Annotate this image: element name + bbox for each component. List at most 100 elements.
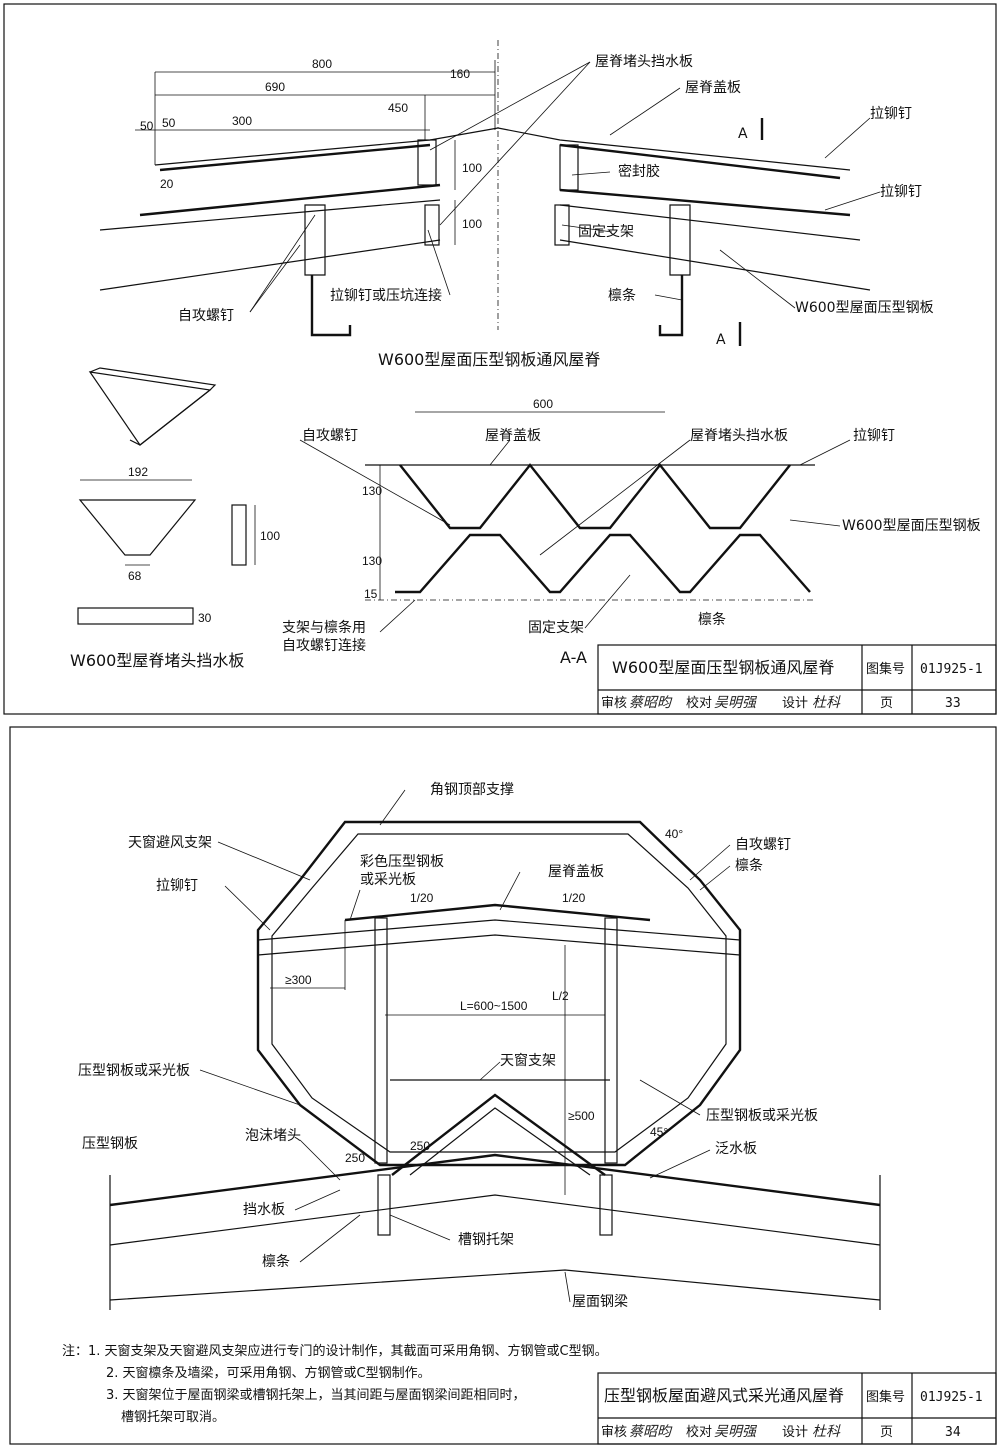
iso-plate-body — [88, 371, 212, 446]
leader-foam — [299, 1139, 341, 1181]
dim-50-b: 50 — [162, 116, 176, 130]
leader-plate-left — [199, 1069, 301, 1106]
iso-plate-top — [89, 367, 217, 391]
label-purlin: 檩条 — [608, 287, 636, 304]
leader-ridge-cover — [499, 871, 521, 911]
dim-15: 15 — [364, 587, 378, 601]
dim-50-a: 50 — [140, 119, 154, 133]
sec-label-bracket-2: 自攻螺钉连接 — [282, 637, 366, 654]
leader-roof-beam — [564, 1271, 571, 1303]
dim-300: 300 — [232, 114, 252, 128]
leader-sec-cover — [489, 439, 511, 466]
roof-line-right-1 — [559, 204, 861, 241]
part-trapezoid — [78, 499, 197, 556]
dim-20: 20 — [160, 177, 174, 191]
s2-label-pressed-plate: 压型钢板 — [82, 1136, 138, 1152]
tb34-design-label: 设计 — [782, 1425, 808, 1440]
wind-bracket-inner — [271, 833, 727, 1153]
part-title: W600型屋脊堵头挡水板 — [70, 651, 244, 670]
part-bottom-view — [77, 607, 194, 625]
end-plate-elevation — [77, 479, 256, 625]
sec-label-w600: W600型屋面压型钢板 — [842, 518, 981, 534]
label-rivet-1: 拉铆钉 — [870, 106, 912, 122]
tb34-design-sig: 杜科 — [812, 1424, 841, 1440]
dim-600: 600 — [533, 397, 553, 411]
main-roof-line — [109, 1194, 881, 1246]
tb33-check-label: 校对 — [686, 695, 712, 711]
tb34-check-label: 校对 — [686, 1424, 712, 1440]
s2-label-250-b: 250 — [410, 1139, 430, 1153]
tb33-design-sig: 杜科 — [812, 695, 841, 711]
tb34-page-no: 34 — [945, 1425, 961, 1440]
label-sealant: 密封胶 — [618, 163, 660, 180]
sec-label-bracket-1: 支架与檩条用 — [282, 619, 366, 636]
s2-label-skylight-bracket: 天窗避风支架 — [128, 834, 212, 851]
tb33-review-label: 审核 — [601, 696, 627, 711]
s2-label-color-plate-1: 彩色压型钢板 — [360, 853, 444, 870]
sheet-34: 角钢顶部支撑 天窗避风支架 拉铆钉 彩色压型钢板 或采光板 屋脊盖板 40° 自… — [9, 726, 997, 1445]
sec-label-self-screw: 自攻螺钉 — [302, 428, 358, 444]
dim-450: 450 — [388, 101, 408, 115]
s2-label-self-screw: 自攻螺钉 — [735, 837, 791, 853]
leader-w600 — [719, 249, 796, 309]
section-label-top: A — [738, 126, 748, 142]
roof-beam-line — [109, 1269, 881, 1301]
tb34-page-label: 页 — [880, 1425, 893, 1440]
dim-800: 800 — [312, 57, 332, 71]
s2-label-half: L/2 — [552, 989, 569, 1003]
s2-label-250-a: 250 — [345, 1151, 365, 1165]
skylight-section — [109, 789, 881, 1310]
tb33-atlas-no: 01J925-1 — [920, 662, 983, 677]
truss-diagonals — [391, 1093, 606, 1176]
note-3: 3. 天窗架位于屋面钢梁或槽钢托架上，当其间距与屋面钢梁间距相同时， — [106, 1387, 526, 1403]
roof-line-left-1 — [99, 199, 441, 231]
tb33-page-no: 33 — [945, 696, 961, 711]
cover-plate-right-edge — [559, 143, 841, 180]
dim-100-b: 100 — [462, 217, 482, 231]
part-side-view — [231, 504, 247, 566]
tb34-review-sig: 蔡昭昀 — [629, 1424, 673, 1440]
skylight-roof — [344, 903, 651, 922]
leader-fixed-bracket — [561, 224, 613, 233]
s2-label-span: L=600~1500 — [460, 999, 528, 1013]
leader-flashing — [649, 1149, 711, 1179]
section-a-a — [299, 411, 851, 633]
s2-label-purlin-top: 檩条 — [735, 857, 763, 874]
leader-plate-right — [639, 1079, 701, 1116]
s2-label-angle40: 40° — [665, 827, 683, 841]
sheet-33-border — [3, 3, 997, 715]
label-self-screw: 自攻螺钉 — [178, 308, 234, 324]
leader-self-screw-1 — [249, 214, 316, 313]
leader-water-board — [294, 1189, 341, 1211]
s2-label-roof-beam: 屋面钢梁 — [572, 1294, 628, 1310]
tb34-frame — [597, 1372, 997, 1445]
sec-title: A-A — [560, 648, 587, 667]
end-plate-left — [417, 139, 437, 186]
label-fixed-bracket: 固定支架 — [578, 224, 634, 240]
purlin-bracket-left — [304, 204, 326, 276]
s2-label-ge300: ≥300 — [285, 973, 312, 987]
s2-label-foam: 泡沫堵头 — [245, 1128, 301, 1144]
purlin-bracket-right — [669, 204, 691, 276]
leader-purlin-bot — [299, 1214, 361, 1263]
note-3-cont: 槽钢托架可取消。 — [121, 1410, 225, 1425]
leader-sec-end-plate — [539, 439, 691, 556]
tb33-frame — [597, 644, 997, 715]
label-ridge-cover: 屋脊盖板 — [685, 80, 741, 96]
end-plate-right — [559, 144, 579, 191]
sec-label-purlin: 檩条 — [698, 611, 726, 628]
leader-end-plate-2 — [439, 61, 591, 226]
dim-30: 30 — [198, 611, 212, 625]
label-end-plate: 屋脊堵头挡水板 — [595, 54, 693, 70]
label-w600-plate: W600型屋面压型钢板 — [795, 300, 934, 316]
s2-label-flashing: 泛水板 — [715, 1141, 757, 1157]
iso-plate-fold — [129, 389, 211, 446]
s2-label-angle45: 45° — [650, 1125, 668, 1139]
leader-rivet — [224, 885, 271, 931]
sec-upper-profile — [399, 463, 791, 530]
leader-color-plate — [349, 889, 361, 921]
main-roof-sheet — [109, 1153, 881, 1207]
leader-self-screw-2 — [249, 244, 301, 313]
bracket-right-top — [554, 204, 570, 246]
